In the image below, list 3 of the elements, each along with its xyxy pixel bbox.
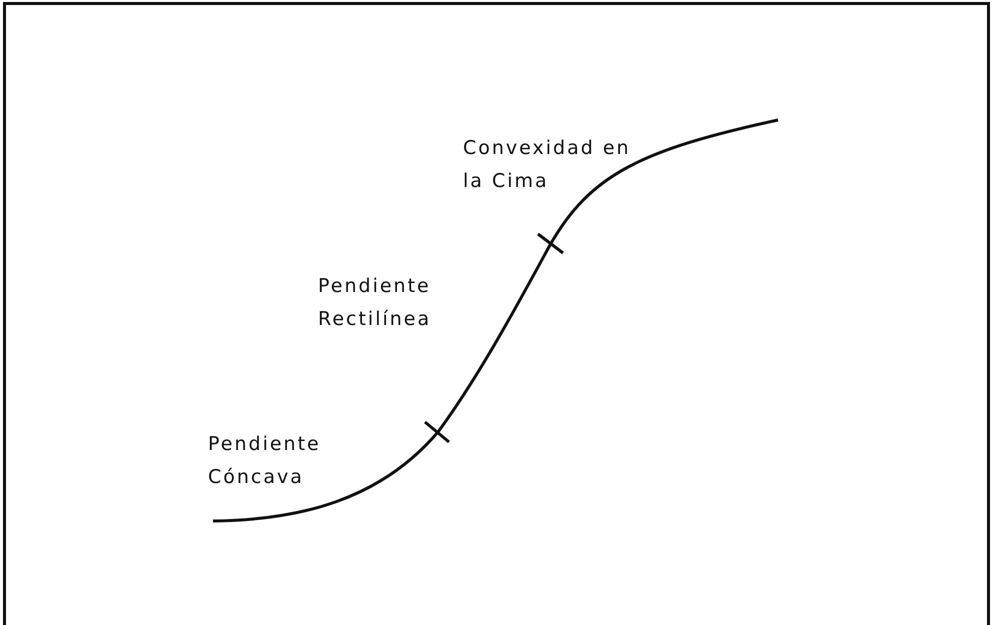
part-label: Pendiente Rectilínea — [318, 274, 432, 332]
part-label: Pendiente Cóncava — [208, 432, 322, 490]
part-label: Convexidad en la Cima — [463, 136, 632, 194]
